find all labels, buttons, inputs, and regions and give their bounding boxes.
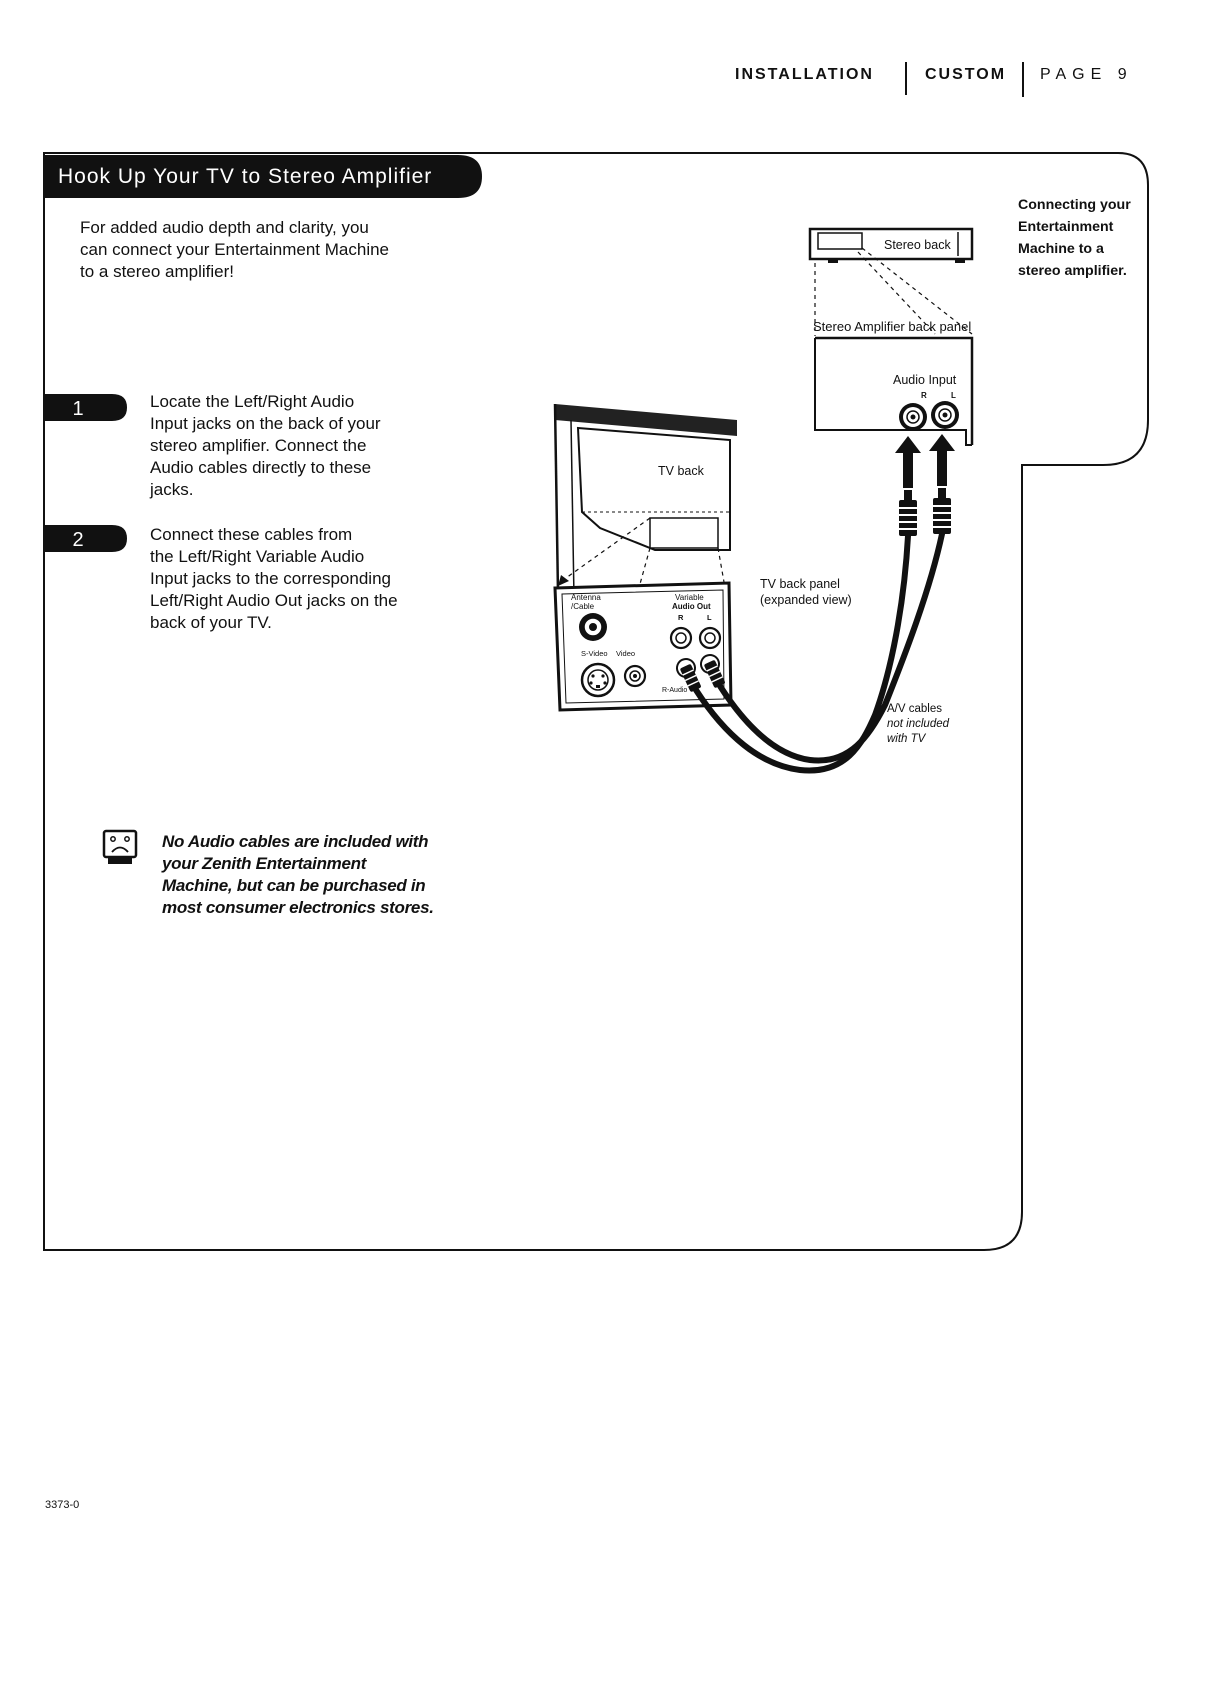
s-video-label: S-Video: [581, 649, 608, 658]
step-line: back of your TV.: [150, 613, 272, 632]
stereo-amplifier-back-panel: Audio Input R L: [814, 336, 974, 446]
stereo-leader-lines: [814, 247, 973, 336]
note-line: No Audio cables are included with: [162, 832, 429, 851]
tv-rear-view: TV back: [553, 403, 737, 599]
intro-paragraph: For added audio depth and clarity, you c…: [80, 217, 389, 283]
step-2-number: 2: [72, 529, 83, 551]
audio-out-r-label: R: [678, 613, 684, 622]
sidebar-line: Machine to a: [1018, 241, 1104, 257]
page-number: PAGE 9: [1040, 66, 1133, 83]
stereo-amplifier-front: Stereo back: [808, 227, 974, 263]
audio-input-jack-l: [931, 401, 959, 429]
step-line: Locate the Left/Right Audio: [150, 392, 355, 411]
step-line: Connect these cables from: [150, 525, 353, 544]
step-line: stereo amplifier. Connect the: [150, 436, 367, 455]
variable-label: Variable: [675, 593, 704, 602]
document-code: 3373-0: [45, 1499, 80, 1511]
step-1-badge: 1: [44, 394, 127, 421]
av-cable: [717, 531, 945, 764]
audio-input-jack-r: [899, 403, 927, 431]
sidebar-line: Entertainment: [1018, 219, 1114, 235]
content-frame: [43, 152, 1149, 1251]
note-line: your Zenith Entertainment: [162, 854, 367, 873]
intro-line: For added audio depth and clarity, you: [80, 218, 369, 237]
step-1-number: 1: [72, 398, 83, 420]
audio-out-jack-r: [669, 626, 693, 650]
r-audio-label: R-Audio: [662, 687, 687, 694]
title-banner: [44, 155, 482, 198]
tv-back-panel-expanded: Antenna /Cable Variable Audio Out R L S-…: [553, 581, 733, 712]
rca-plug: [899, 490, 917, 536]
step-line: Input jacks on the back of your: [150, 414, 381, 433]
step-1-text: Locate the Left/Right Audio Input jacks …: [150, 391, 381, 501]
connection-diagram: Stereo back Stereo Amplifier back panel …: [553, 227, 974, 774]
header-subsection: CUSTOM: [925, 66, 1007, 83]
step-line: Audio cables directly to these: [150, 458, 372, 477]
cables-with-tv-label: with TV: [887, 733, 927, 745]
header-section: INSTALLATION: [735, 66, 874, 83]
audio-input-r-label: R: [921, 391, 927, 400]
rca-plug: [700, 654, 725, 688]
frown-face-icon: [102, 829, 138, 864]
step-line: Left/Right Audio Out jacks on the: [150, 591, 398, 610]
stereo-front-label: Stereo back: [884, 238, 951, 252]
leader-arrowhead: [558, 575, 569, 586]
tv-back-label: TV back: [658, 464, 705, 478]
intro-line: can connect your Entertainment Machine: [80, 240, 390, 259]
up-arrow-icon: [929, 434, 955, 486]
cable-label: /Cable: [571, 602, 595, 611]
audio-input-l-label: L: [951, 391, 956, 400]
video-label: Video: [616, 649, 635, 658]
step-2-text: Connect these cables from the Left/Right…: [150, 524, 398, 634]
audio-out-label: Audio Out: [672, 602, 711, 611]
step-line: Input jacks to the corresponding: [150, 569, 391, 588]
step-line: the Left/Right Variable Audio: [150, 547, 365, 566]
audio-out-l-label: L: [707, 613, 712, 622]
audio-input-label: Audio Input: [893, 373, 957, 387]
rca-plug: [676, 658, 701, 692]
antenna-label: Antenna: [571, 593, 601, 602]
rca-plug: [933, 488, 951, 534]
cables-label: A/V cables: [887, 703, 942, 715]
tv-panel-sublabel: (expanded view): [760, 593, 852, 607]
intro-line: to a stereo amplifier!: [80, 262, 235, 281]
stereo-panel-label: Stereo Amplifier back panel: [813, 319, 971, 334]
video-jack: [623, 664, 647, 688]
tv-panel-label: TV back panel: [760, 577, 840, 591]
step-line: jacks.: [150, 480, 194, 499]
audio-out-jack-l: [698, 626, 722, 650]
step-2-badge: 2: [44, 525, 127, 552]
sidebar-line: Connecting your: [1018, 197, 1131, 213]
cables-not-included-label: not included: [887, 718, 950, 730]
s-video-jack: [580, 662, 616, 698]
header-divider: [905, 62, 907, 95]
note-text: No Audio cables are included with your Z…: [162, 831, 434, 919]
note-line: most consumer electronics stores.: [162, 898, 434, 917]
tv-leader-lines: [565, 517, 725, 585]
antenna-jack: [579, 613, 607, 641]
header-divider: [1022, 62, 1024, 97]
page-title: Hook Up Your TV to Stereo Amplifier: [58, 165, 433, 188]
sidebar-caption: Connecting your Entertainment Machine to…: [1018, 194, 1131, 282]
sidebar-line: stereo amplifier.: [1018, 263, 1127, 279]
note-line: Machine, but can be purchased in: [162, 876, 426, 895]
up-arrow-icon: [895, 436, 921, 488]
